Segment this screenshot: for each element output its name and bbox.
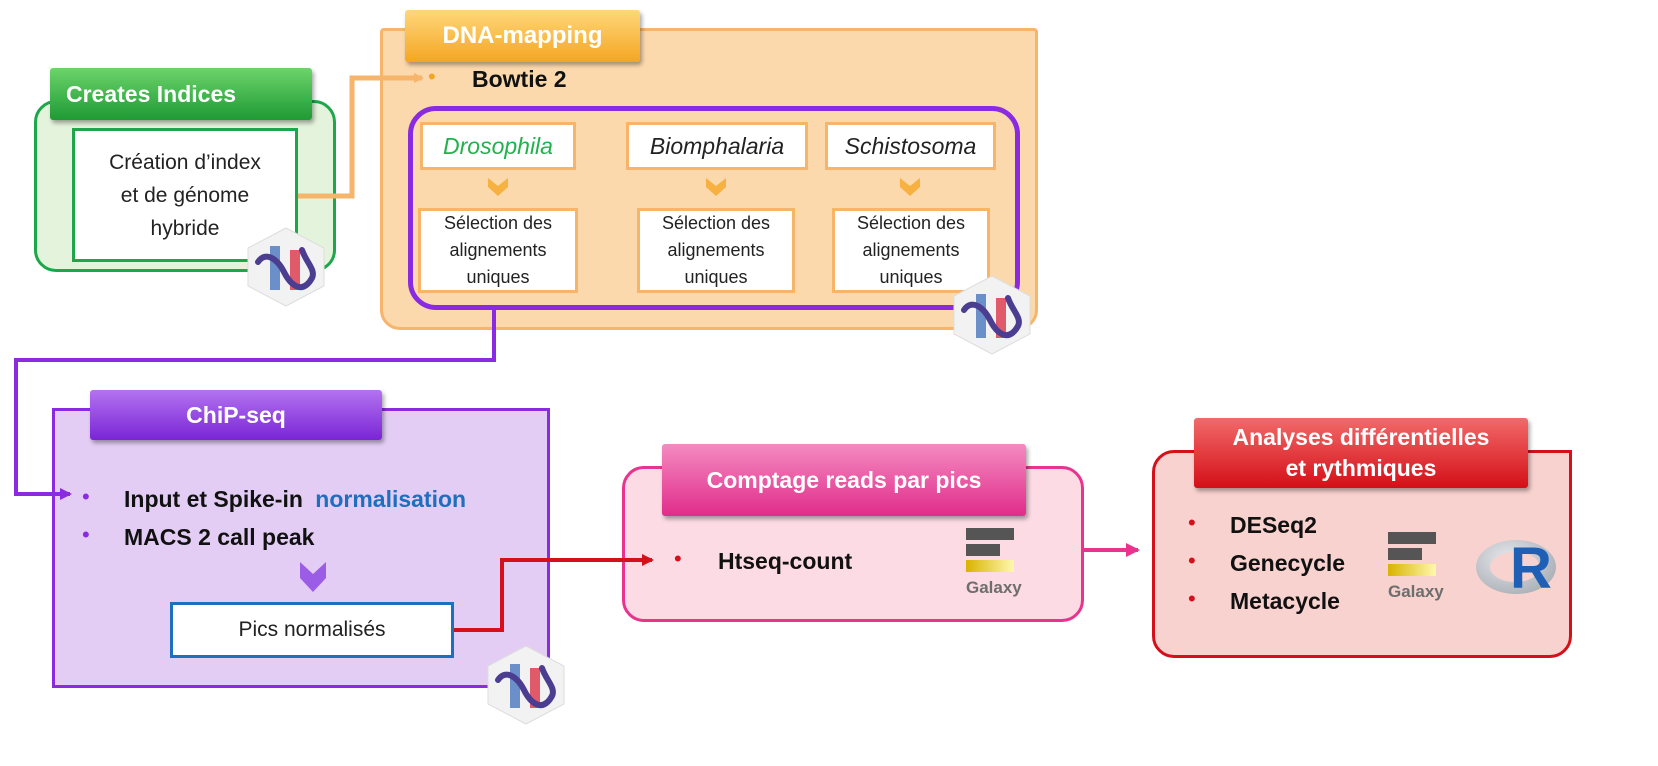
chevron-down-icon — [900, 178, 920, 196]
comptage-title: Comptage reads par pics — [662, 444, 1026, 516]
chip-bullet-dot-1: • — [82, 484, 90, 509]
galaxy-icon — [966, 528, 1016, 584]
selection-box-biomphalaria: Sélection des alignements uniques — [637, 208, 795, 293]
chip-bullet-dot-2: • — [82, 522, 90, 547]
selection-line: alignements — [667, 240, 765, 260]
species-schistosoma-label: Schistosoma — [844, 132, 977, 159]
species-drosophila-label: Drosophila — [443, 132, 553, 159]
arrow-indices-to-mapping — [298, 73, 424, 199]
chip-bullet-2: MACS 2 call peak — [124, 524, 315, 550]
creates-indices-title-text: Creates Indices — [66, 80, 237, 107]
galaxy-label: Galaxy — [966, 578, 1022, 597]
chip-bullet-1: Input et Spike-in normalisation — [124, 486, 466, 513]
galaxy-label: Galaxy — [1388, 582, 1444, 601]
chevron-down-icon — [706, 178, 726, 196]
normalized-peaks-label: Pics normalisés — [238, 618, 386, 641]
chip-bullet-1-highlight: normalisation — [315, 486, 467, 512]
galaxy-icon — [1388, 532, 1438, 582]
r-logo-icon: R — [1476, 536, 1562, 602]
normalized-peaks-box: Pics normalisés — [170, 602, 454, 658]
selection-line: uniques — [684, 267, 748, 287]
comptage-title-text: Comptage reads par pics — [706, 466, 982, 493]
analyses-title-line-2: et rythmiques — [1285, 455, 1437, 481]
arrow-peaks-to-comptage — [454, 554, 654, 632]
selection-line: Sélection des — [661, 213, 771, 233]
species-group-frame — [408, 106, 1020, 310]
chip-seq-title: ChiP-seq — [90, 390, 382, 440]
analyses-bullet-dot: • — [1188, 586, 1196, 611]
snakemake-icon — [953, 275, 1031, 355]
chip-bullet-1-prefix: Input et Spike-in — [124, 486, 303, 512]
arrow-mapping-to-chipseq — [14, 308, 496, 500]
selection-line: alignements — [862, 240, 960, 260]
analyses-bullet-dot: • — [1188, 510, 1196, 535]
analyses-bullet-metacycle: Metacycle — [1230, 588, 1340, 614]
r-logo-letter: R — [1510, 536, 1552, 601]
selection-line: uniques — [879, 267, 943, 287]
selection-box-schistosoma: Sélection des alignements uniques — [832, 208, 990, 293]
snakemake-icon — [487, 645, 565, 725]
index-creation-line-2: et de génome — [120, 183, 250, 207]
snakemake-icon — [247, 227, 325, 307]
analyses-bullet-deseq2: DESeq2 — [1230, 512, 1317, 538]
comptage-bullet-dot: • — [674, 546, 682, 571]
analyses-title-line-1: Analyses différentielles — [1232, 424, 1490, 450]
selection-line: Sélection des — [443, 213, 553, 233]
species-drosophila: Drosophila — [420, 122, 576, 170]
chip-seq-title-text: ChiP-seq — [186, 401, 286, 428]
analyses-bullet-dot: • — [1188, 548, 1196, 573]
selection-line: uniques — [466, 267, 530, 287]
index-creation-line-3: hybride — [150, 216, 220, 240]
index-creation-box: Création d’index et de génome hybride — [72, 128, 298, 262]
chevron-down-icon — [300, 562, 326, 592]
species-biomphalaria-label: Biomphalaria — [649, 132, 785, 159]
species-biomphalaria: Biomphalaria — [626, 122, 808, 170]
species-schistosoma: Schistosoma — [825, 122, 996, 170]
selection-line: Sélection des — [856, 213, 966, 233]
analyses-title: Analyses différentielles et rythmiques — [1194, 418, 1528, 488]
bowtie-bullet-dot: • — [428, 64, 436, 89]
dna-mapping-title: DNA-mapping — [405, 10, 640, 62]
analyses-bullet-genecycle: Genecycle — [1230, 550, 1346, 576]
bowtie-label: Bowtie 2 — [472, 66, 567, 92]
selection-box-drosophila: Sélection des alignements uniques — [418, 208, 578, 293]
index-creation-line-1: Création d’index — [109, 150, 261, 174]
creates-indices-title: Creates Indices — [50, 68, 312, 120]
chevron-down-icon — [488, 178, 508, 196]
comptage-bullet: Htseq-count — [718, 548, 853, 574]
dna-mapping-title-text: DNA-mapping — [442, 22, 603, 49]
selection-line: alignements — [449, 240, 547, 260]
